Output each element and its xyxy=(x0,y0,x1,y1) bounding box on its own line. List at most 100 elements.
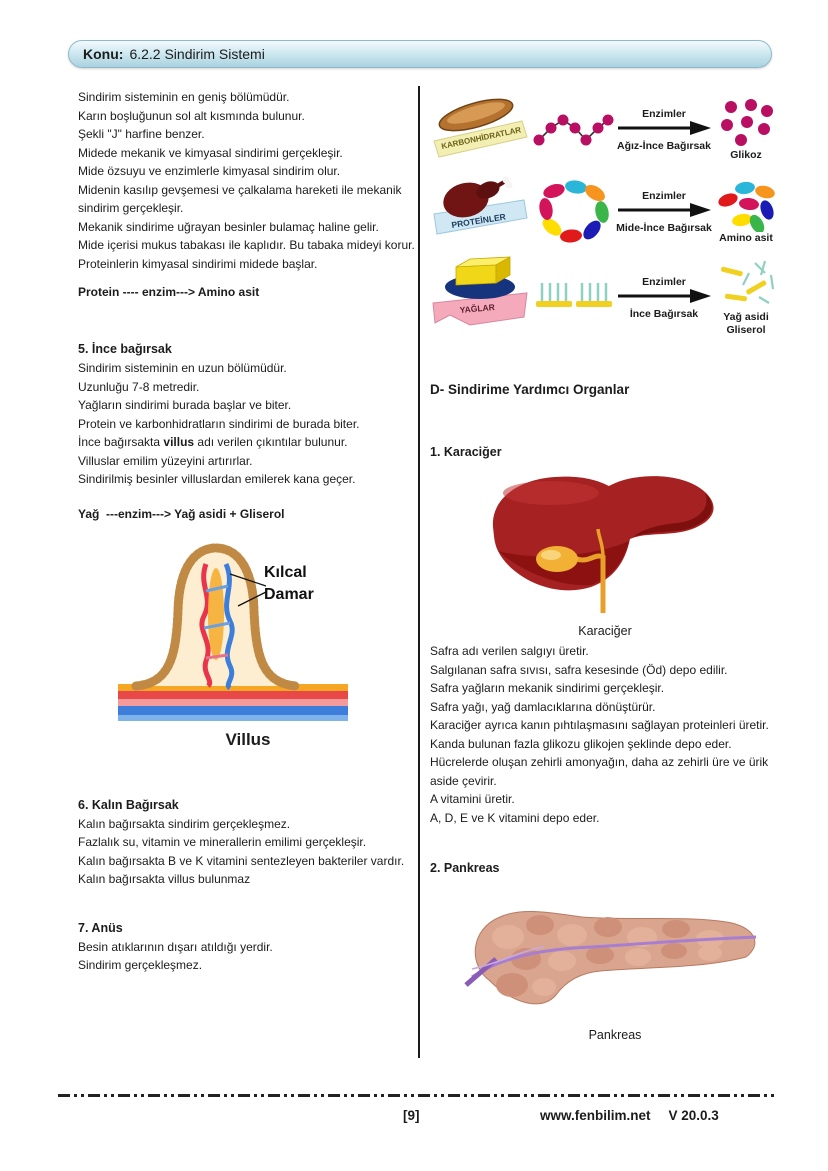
villus-epithelium-wall xyxy=(131,542,301,690)
liver-line: Safra yağların mekanik sindirimi gerçekl… xyxy=(430,681,665,695)
right-arrow-icon xyxy=(618,288,711,303)
villus-line-pre: İnce bağırsakta xyxy=(78,435,164,449)
villus-line-post: adı verilen çıkıntılar bulunur. xyxy=(194,435,348,449)
carbohydrate-enzyme-arrow: Enzimler Ağız-İnce Bağırsak xyxy=(614,108,714,153)
anus-line: Sindirim gerçekleşmez. xyxy=(78,958,203,972)
proteins-food-graphic: PROTEİNLER xyxy=(430,174,532,251)
starch-chain-graphic xyxy=(532,104,614,156)
liver-line: Hücrelerde oluşan zehirli amonyağın, dah… xyxy=(430,755,769,788)
fat-molecule-graphic xyxy=(532,273,614,323)
label-pointer-line xyxy=(229,572,267,587)
capillary-label: Kılcal Damar xyxy=(264,562,314,606)
liver-illustration xyxy=(492,476,714,613)
footer-divider xyxy=(58,1094,776,1097)
fatty-acid-glycerol-icon xyxy=(721,260,775,304)
column-divider xyxy=(418,86,420,1058)
amino-acid-product: Amino asit xyxy=(714,180,778,245)
fats-banner-label: YAĞLAR xyxy=(459,300,495,314)
liver-line: Safra adı verilen salgıyı üretir. xyxy=(430,644,589,658)
liver-figure: Karaciğer xyxy=(430,465,778,638)
villus-illustration xyxy=(118,542,348,721)
villus-word: villus xyxy=(163,435,195,449)
glycerol-label: Gliserol xyxy=(726,324,766,336)
large-intestine-line: Kalın bağırsakta sindirim gerçekleşmez. xyxy=(78,816,291,831)
topic-header-bar: Konu: 6.2.2 Sindirim Sistemi xyxy=(68,40,772,68)
enzyme-arrow-top-label: Enzimler xyxy=(642,275,686,288)
section-6-heading: 6. Kalın Bağırsak xyxy=(78,797,179,812)
enzyme-arrow-top-label: Enzimler xyxy=(642,107,686,120)
fat-digestion-formula: Yağ ---enzim---> Yağ asidi + Gliserol xyxy=(78,506,285,521)
stomach-paragraph: Sindirim sisteminin en geniş bölümüdür. … xyxy=(78,88,418,273)
liver-paragraph: Safra adı verilen salgıyı üretir. Salgıl… xyxy=(430,642,778,827)
protein-enzyme-arrow: Enzimler Mide-İnce Bağırsak xyxy=(614,190,714,235)
bile-duct xyxy=(596,528,605,558)
label-pointer-line xyxy=(237,590,267,607)
liver-line: Salgılanan safra sıvısı, safra kesesinde… xyxy=(430,662,728,677)
stomach-line: Proteinlerin kimyasal sindirimi midede b… xyxy=(78,256,318,271)
stomach-line: Sindirim sisteminin en geniş bölümüdür. xyxy=(78,90,290,104)
butter-banner-icon: YAĞLAR xyxy=(432,255,528,326)
enzyme-arrow-top-label: Enzimler xyxy=(642,189,686,202)
stomach-line: Karın boşluğunun sol alt kısmında bulunu… xyxy=(78,108,305,123)
villus-definition-line: İnce bağırsakta villus adı verilen çıkın… xyxy=(78,433,418,452)
anus-paragraph: Besin atıklarının dışarı atıldığı yerdir… xyxy=(78,938,418,975)
liver-heading: 1. Karaciğer xyxy=(430,445,502,459)
protein-digestion-formula: Protein ---- enzim---> Amino asit xyxy=(78,285,260,299)
small-intestine-paragraph: Sindirim sisteminin en uzun bölümüdür. U… xyxy=(78,359,418,489)
liver-line: Kanda bulunan fazla glikozu glikojen şek… xyxy=(430,736,732,751)
stomach-line: Midede mekanik ve kimyasal sindirimi ger… xyxy=(78,145,343,160)
topic-title: 6.2.2 Sindirim Sistemi xyxy=(129,46,265,62)
enzyme-arrow-bottom-label: Ağız-İnce Bağırsak xyxy=(617,139,711,152)
large-intestine-line: Fazlalık su, vitamin ve minerallerin emi… xyxy=(78,835,367,849)
carbohydrate-digestion-row: KARBONHİDRATLAR Enzimler xyxy=(430,88,778,172)
villus-base-band xyxy=(118,683,348,691)
pancreas-caption: Pankreas xyxy=(588,1028,642,1042)
meat-banner-icon: PROTEİNLER xyxy=(433,176,528,235)
page-number: [9] xyxy=(403,1108,420,1123)
version-text: V 20.0.3 xyxy=(668,1108,719,1123)
anus-line: Besin atıklarının dışarı atıldığı yerdir… xyxy=(78,939,273,954)
stomach-line: Mide içerisi mukus tabakası ile kaplıdır… xyxy=(78,238,415,252)
pancreas-heading: 2. Pankreas xyxy=(430,861,500,875)
amino-ring-icon xyxy=(539,180,609,243)
website-text: www.fenbilim.net xyxy=(540,1108,651,1123)
right-arrow-icon xyxy=(618,120,711,135)
amino-acids-icon xyxy=(718,181,775,232)
fats-food-graphic: YAĞLAR xyxy=(430,253,532,344)
glucose-chain-icon xyxy=(533,114,614,146)
large-intestine-line: Kalın bağırsakta villus bulunmaz xyxy=(78,872,251,886)
liver-line: A, D, E ve K vitamini depo eder. xyxy=(430,810,600,825)
villus-lacteal xyxy=(208,567,224,660)
villus-artery xyxy=(199,562,213,688)
enzyme-arrow-bottom-label: Mide-İnce Bağırsak xyxy=(616,221,712,234)
capillary-label-line2: Damar xyxy=(264,585,314,603)
pancreatic-duct xyxy=(471,935,757,979)
section-5-heading: 5. İnce bağırsak xyxy=(78,342,172,356)
small-intestine-line: Villuslar emilim yüzeyini artırırlar. xyxy=(78,453,253,468)
enzyme-arrow-bottom-label: İnce Bağırsak xyxy=(629,307,699,320)
protein-digestion-row: PROTEİNLER Enzimler xyxy=(430,172,778,252)
liver-line: A vitamini üretir. xyxy=(430,792,515,806)
right-column: KARBONHİDRATLAR Enzimler xyxy=(430,88,778,1042)
fatty-acid-product: Yağ asidi Gliserol xyxy=(714,259,778,337)
stomach-line: Mekanik sindirime uğrayan besinler bulam… xyxy=(78,219,379,234)
section-7-heading: 7. Anüs xyxy=(78,920,123,935)
fat-enzyme-arrow: Enzimler İnce Bağırsak xyxy=(614,276,714,321)
large-intestine-line: Kalın bağırsakta B ve K vitamini sentezl… xyxy=(78,853,405,868)
fat-digestion-row: YAĞLAR Enzimler xyxy=(430,252,778,344)
amino-acid-label: Amino asit xyxy=(719,231,773,244)
right-arrow-icon xyxy=(618,202,711,217)
topic-label: Konu: xyxy=(83,46,124,62)
liver-caption: Karaciğer xyxy=(578,624,632,638)
small-intestine-line: Protein ve karbonhidratların sindirimi d… xyxy=(78,416,360,431)
pancreas-figure: Pankreas xyxy=(430,889,778,1042)
footer-info: www.fenbilim.net V 20.0.3 xyxy=(540,1108,719,1123)
fatty-acid-label: Yağ asidi xyxy=(723,311,769,323)
left-column: Sindirim sisteminin en geniş bölümüdür. … xyxy=(78,88,418,975)
glucose-product: Glikoz xyxy=(714,98,778,162)
capillary-label-line1: Kılcal xyxy=(264,563,307,581)
bread-banner-icon: KARBONHİDRATLAR xyxy=(433,98,528,158)
stomach-line: Şekli "J" harfine benzer. xyxy=(78,127,205,141)
liver-line: Karaciğer ayrıca kanın pıhtılaşmasını sa… xyxy=(430,718,769,732)
